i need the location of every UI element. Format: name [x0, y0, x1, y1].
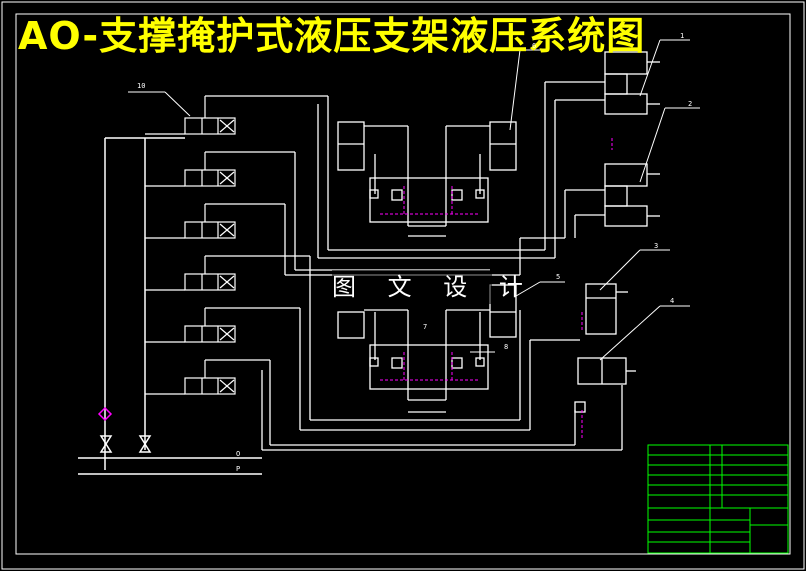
line-label-o: O — [236, 450, 241, 458]
callout-label-8: 8 — [504, 343, 509, 351]
supply-lines — [78, 137, 262, 475]
upper-cylinder-group — [337, 121, 517, 237]
upper-highlight — [380, 186, 478, 215]
lower-highlight — [380, 352, 478, 381]
control-valve-4 — [145, 255, 310, 291]
inner-frame — [15, 13, 791, 555]
callout-label-1: 1 — [680, 32, 685, 40]
lower-cylinder-group — [337, 284, 517, 413]
control-valve-5 — [145, 307, 300, 343]
control-valve-3 — [145, 203, 285, 239]
line-label-p: P — [236, 465, 241, 473]
drawing-title: AO-支撑掩护式液压支架液压系统图 — [18, 14, 646, 58]
callout-leaders — [128, 39, 700, 361]
control-valve-1 — [145, 95, 328, 135]
callout-label-2: 2 — [688, 100, 693, 108]
control-valve-2 — [145, 151, 295, 187]
right-cylinders — [574, 51, 660, 413]
callout-label-5: 5 — [556, 273, 561, 281]
watermark-text: 图 文 设 计 — [332, 270, 523, 304]
callout-label-10: 10 — [137, 82, 146, 90]
callout-label-4: 4 — [670, 297, 675, 305]
control-valve-6 — [145, 359, 270, 395]
callout-label-7: 7 — [423, 323, 428, 331]
right-highlight — [581, 138, 613, 440]
title-block — [647, 444, 789, 554]
pipe-network — [261, 81, 623, 451]
control-valve-bank — [145, 95, 328, 395]
callout-label-3: 3 — [654, 242, 659, 250]
callout-label-6: 6 — [532, 42, 537, 50]
